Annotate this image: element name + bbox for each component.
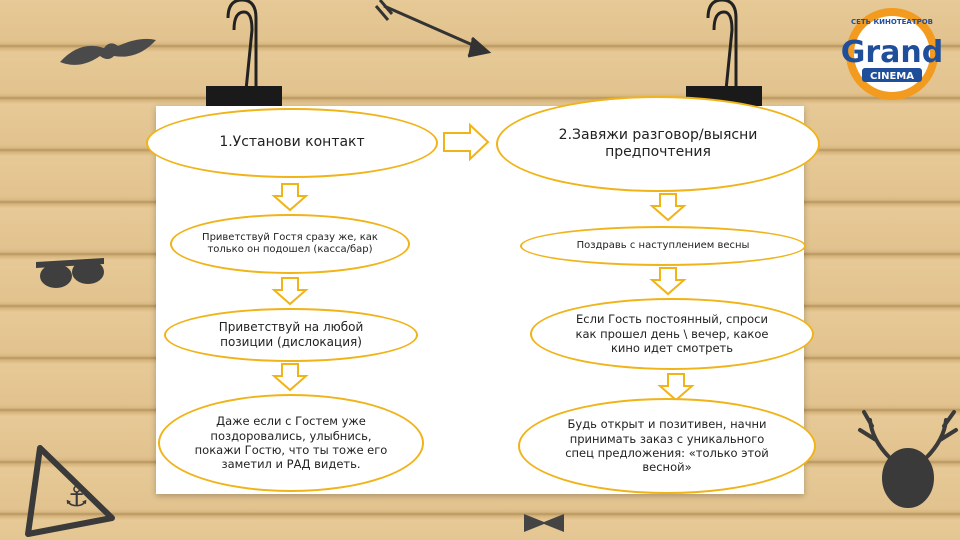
step-text: Даже если с Гостем уже поздоровались, ул… bbox=[190, 414, 392, 472]
step-text: Поздравь с наступлением весны bbox=[577, 240, 750, 253]
step-title-text: 1.Установи контакт bbox=[219, 134, 364, 152]
step-left-1: Приветствуй Гостя сразу же, как только о… bbox=[170, 214, 410, 274]
step-left-2: Приветствуй на любой позиции (дислокация… bbox=[164, 308, 418, 362]
step-text: Приветствуй на любой позиции (дислокация… bbox=[194, 320, 388, 350]
step-right-2: Если Гость постоянный, спроси как прошел… bbox=[530, 298, 814, 370]
arrow-down-icon bbox=[652, 194, 684, 220]
arrow-down-icon bbox=[274, 364, 306, 390]
arrow-down-icon bbox=[652, 268, 684, 294]
step-title-conversation: 2.Завяжи разговор/выясни предпочтения bbox=[496, 96, 820, 192]
step-text: Приветствуй Гостя сразу же, как только о… bbox=[190, 232, 390, 257]
arrow-down-icon bbox=[660, 374, 692, 400]
arrow-down-icon bbox=[274, 278, 306, 304]
step-right-3: Будь открыт и позитивен, начни принимать… bbox=[518, 398, 816, 494]
arrow-right-icon bbox=[444, 125, 488, 159]
step-text: Будь открыт и позитивен, начни принимать… bbox=[560, 417, 774, 475]
step-left-3: Даже если с Гостем уже поздоровались, ул… bbox=[158, 394, 424, 492]
step-right-1: Поздравь с наступлением весны bbox=[520, 226, 806, 266]
arrow-down-icon bbox=[274, 184, 306, 210]
step-title-text: 2.Завяжи разговор/выясни предпочтения bbox=[538, 127, 778, 162]
step-text: Если Гость постоянный, спроси как прошел… bbox=[568, 312, 776, 355]
step-title-contact: 1.Установи контакт bbox=[146, 108, 438, 178]
